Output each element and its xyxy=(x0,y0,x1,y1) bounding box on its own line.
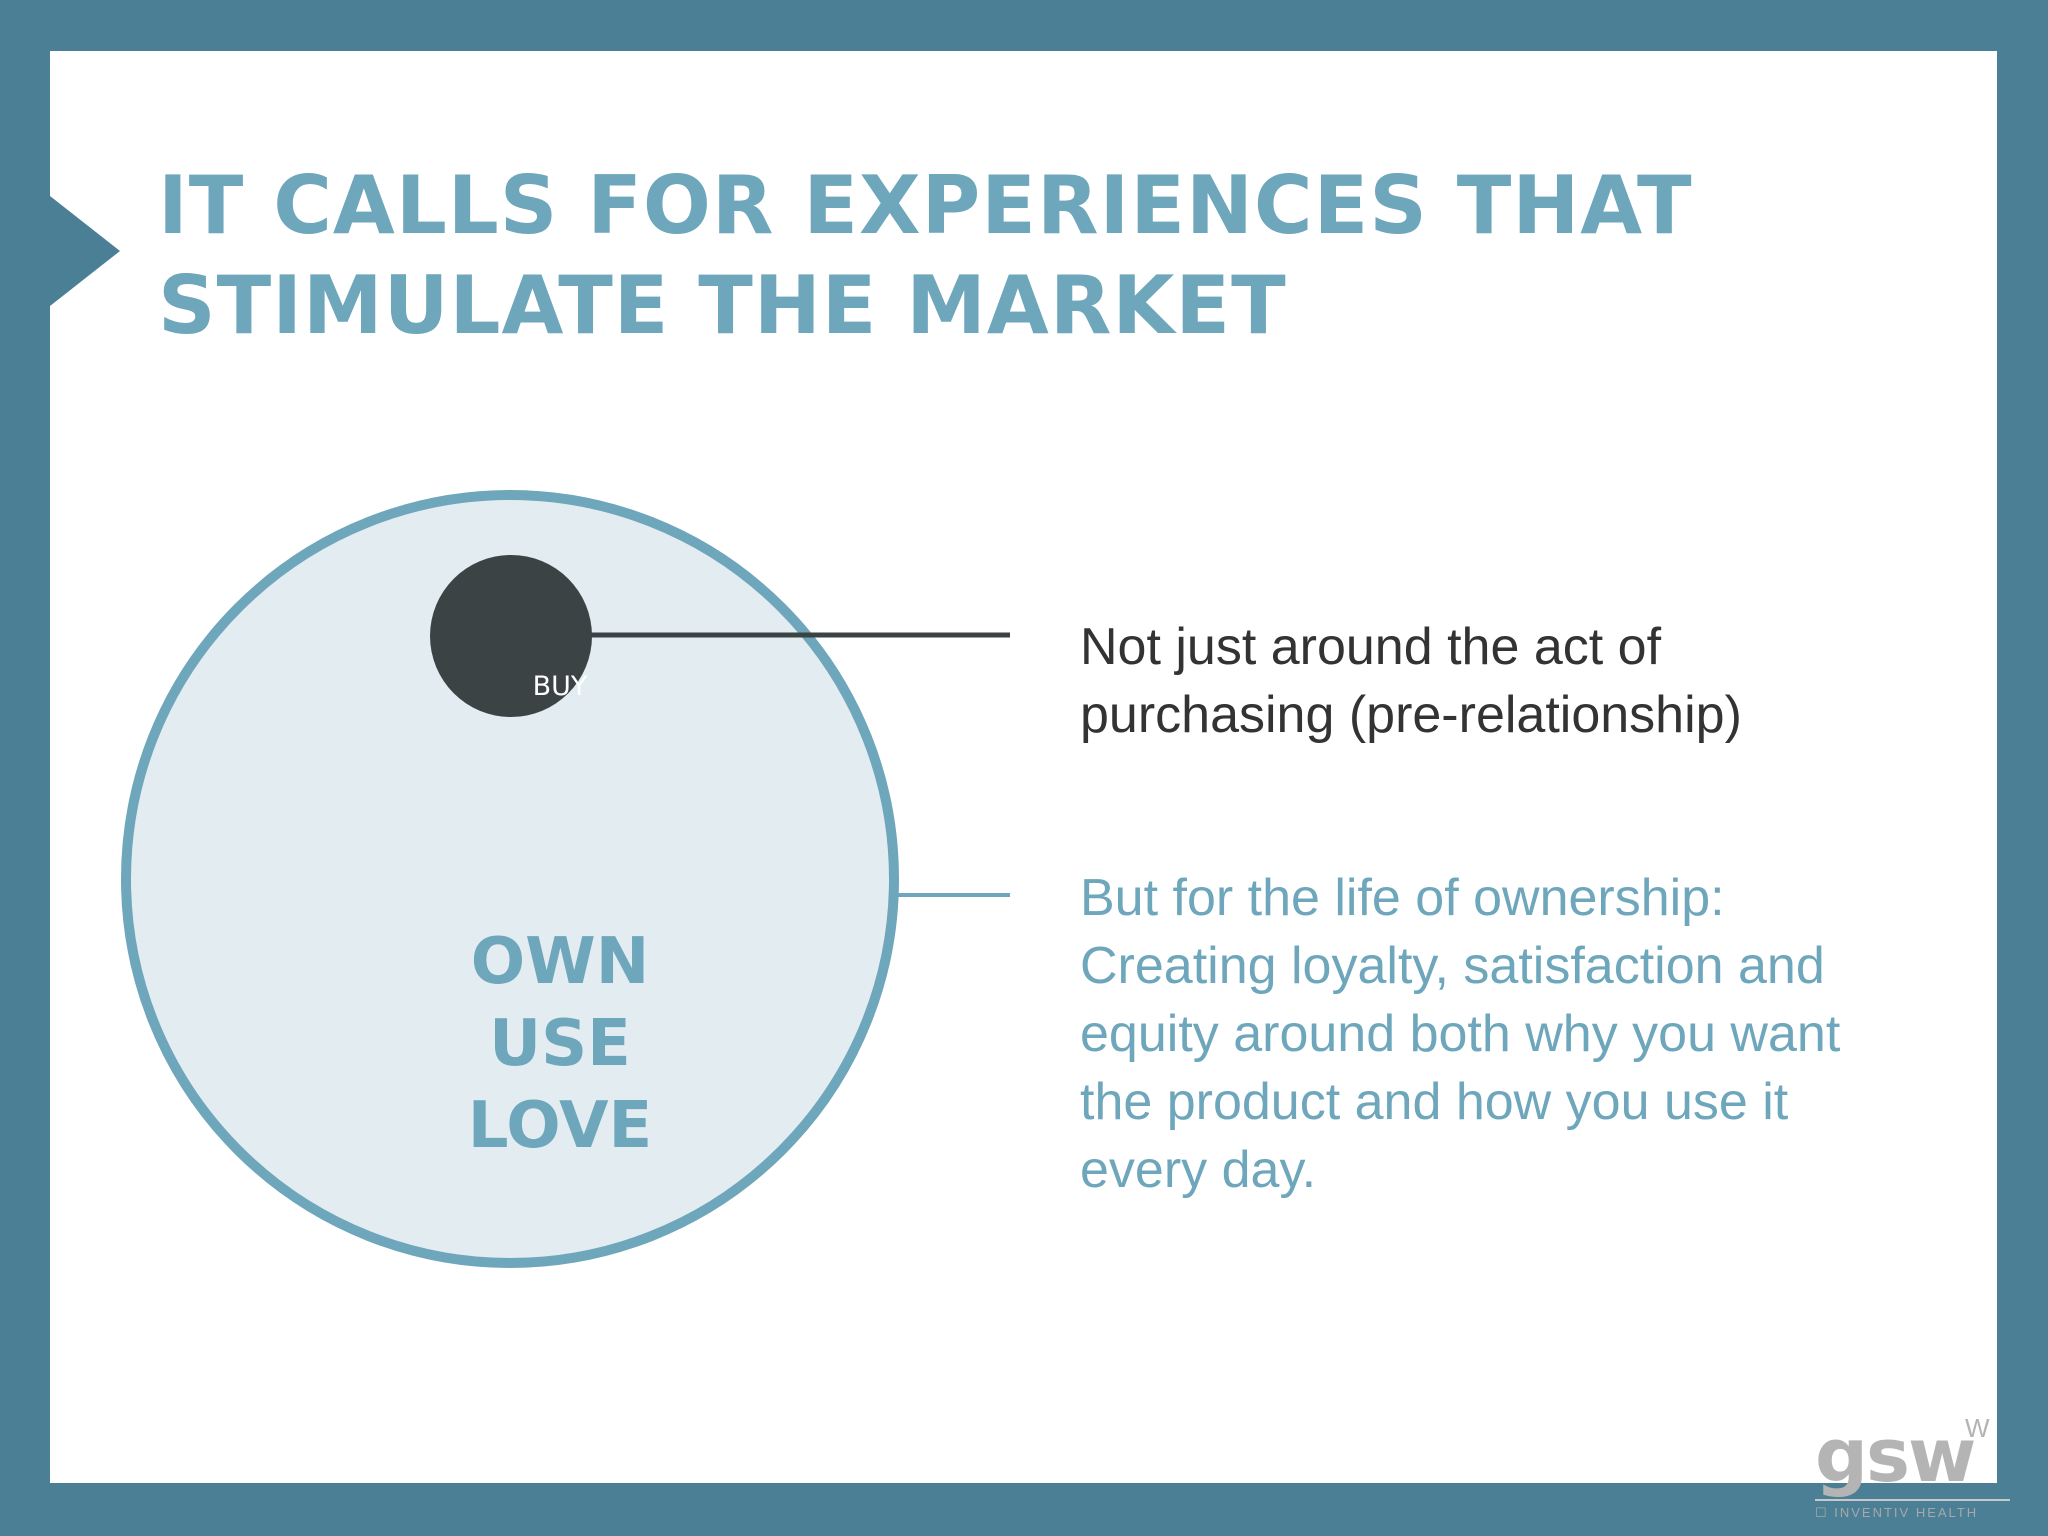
label-use: USE xyxy=(489,1007,631,1081)
arrow-tab-marker xyxy=(50,196,120,306)
title-line-2: STIMULATE THE MARKET xyxy=(158,259,1287,352)
label-own: OWN xyxy=(470,925,650,999)
ownership-labels: OWN USE LOVE xyxy=(400,921,720,1167)
logo-subtitle: ☐ INVENTIV HEALTH xyxy=(1815,1505,1979,1520)
callout-ownership-line-2: Creating loyalty, satisfaction and xyxy=(1080,937,1825,995)
callout-purchasing-line-2: purchasing (pre-relationship) xyxy=(1080,686,1742,744)
label-love: LOVE xyxy=(467,1089,653,1163)
callout-purchasing-line-1: Not just around the act of xyxy=(1080,618,1662,676)
logo-mark: W xyxy=(1965,1413,1990,1443)
gsw-logo: gsw W ☐ INVENTIV HEALTH xyxy=(1815,1413,2015,1523)
ownership-diagram xyxy=(121,490,1010,1268)
slide-title: IT CALLS FOR EXPERIENCES THAT STIMULATE … xyxy=(158,156,1978,356)
buy-label: BUY xyxy=(532,671,588,702)
slide-panel: IT CALLS FOR EXPERIENCES THAT STIMULATE … xyxy=(50,51,2010,1520)
ownership-circle xyxy=(121,490,899,1268)
callout-ownership: But for the life of ownership: Creating … xyxy=(1080,864,1980,1204)
callout-ownership-line-3: equity around both why you want xyxy=(1080,1005,1841,1063)
callout-ownership-line-1: But for the life of ownership: xyxy=(1080,869,1725,927)
logo-divider xyxy=(1815,1499,2010,1501)
callout-ownership-line-5: every day. xyxy=(1080,1141,1317,1199)
buy-circle xyxy=(430,555,592,717)
logo-wordmark: gsw xyxy=(1815,1413,1976,1499)
title-line-1: IT CALLS FOR EXPERIENCES THAT xyxy=(158,159,1693,252)
callout-ownership-line-4: the product and how you use it xyxy=(1080,1073,1789,1131)
callout-purchasing: Not just around the act of purchasing (p… xyxy=(1080,613,1880,749)
